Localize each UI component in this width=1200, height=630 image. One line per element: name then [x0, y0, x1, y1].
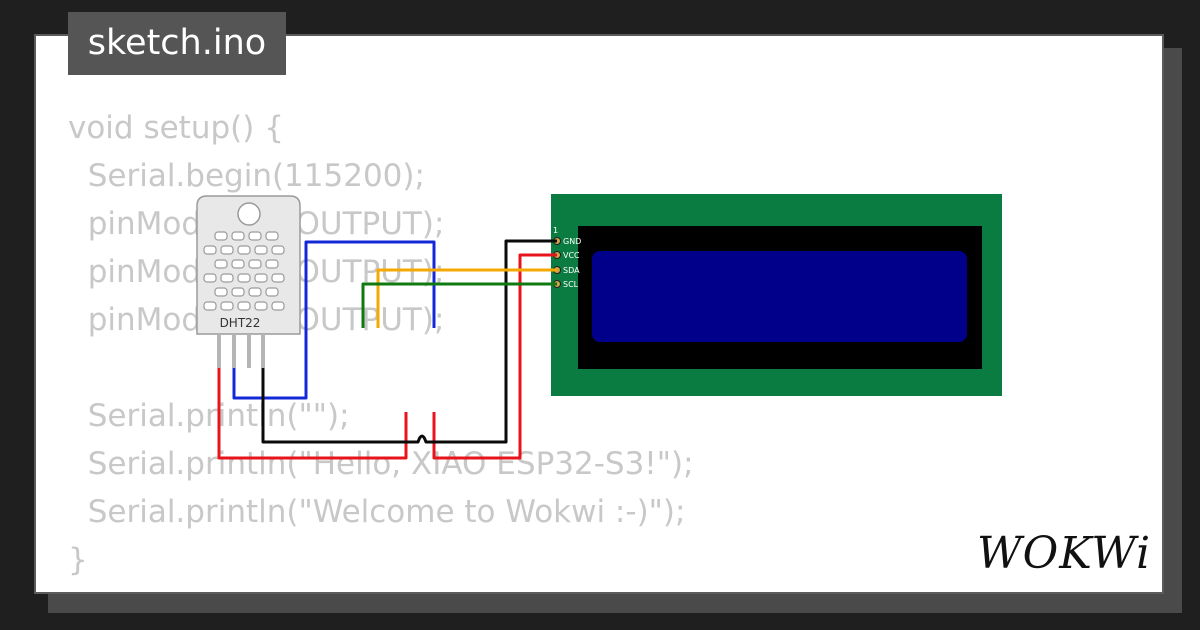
wokwi-logo: WOKWi [977, 528, 1151, 576]
code-line: } [68, 542, 88, 578]
file-tab[interactable]: sketch.ino [68, 12, 286, 75]
pin-label-vcc: VCC [563, 251, 580, 260]
pin-label-sda: SDA [563, 266, 580, 275]
sensor-grille [203, 231, 285, 311]
lcd-display[interactable]: 1 GND VCC SDA SCL [551, 194, 1002, 396]
wire-red-left[interactable] [217, 368, 408, 460]
code-line: Serial.begin(115200); [68, 158, 425, 194]
wire-black[interactable] [261, 239, 557, 444]
dht22-label: DHT22 [220, 316, 261, 330]
code-line: Serial.println("Welcome to Wokwi :-)"); [68, 494, 686, 530]
pin-label-scl: SCL [563, 280, 579, 289]
mount-hole-icon [237, 202, 261, 226]
pin-one-marker: 1 [553, 226, 558, 235]
dht22-pins [217, 334, 265, 368]
wire-green[interactable] [361, 282, 557, 328]
wokwi-logo-text: WOKWi [977, 528, 1151, 576]
wires [217, 239, 557, 460]
wire-blue[interactable] [232, 240, 436, 400]
wire-orange[interactable] [376, 268, 557, 328]
dht22-sensor[interactable]: DHT22 [196, 195, 301, 368]
lcd-screen [592, 251, 967, 342]
pin-label-gnd: GND [563, 237, 581, 246]
code-line: Serial.println("Hello, XIAO ESP32-S3!"); [68, 446, 694, 482]
code-line: void setup() { [68, 110, 284, 146]
